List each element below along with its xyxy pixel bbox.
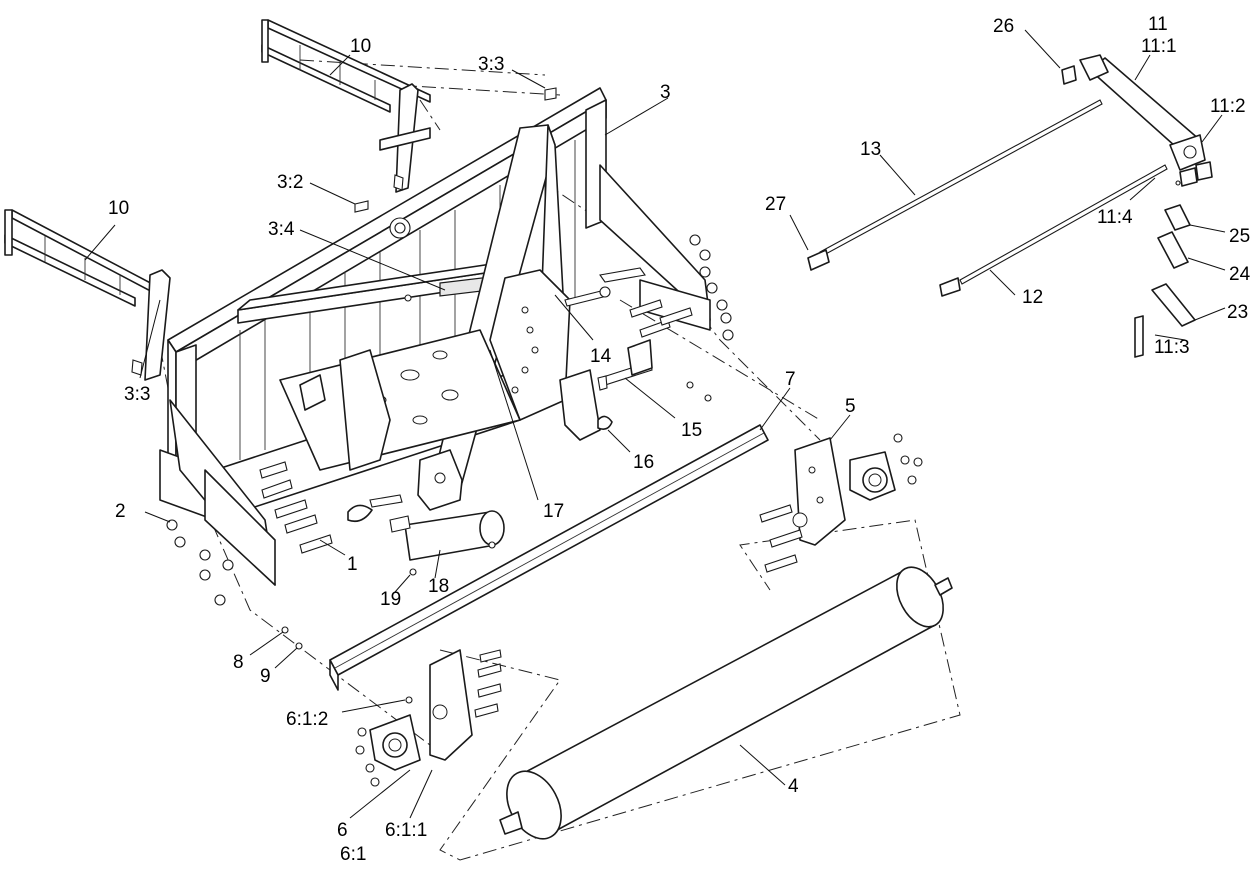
- callout-11: 11: [1148, 14, 1168, 35]
- callout-15: 15: [681, 420, 702, 441]
- callout-6: 6: [337, 820, 348, 841]
- callout-3-4: 3:4: [268, 219, 295, 240]
- callout-2: 2: [115, 501, 126, 522]
- callout-3-2: 3:2: [277, 172, 303, 193]
- callout-13: 13: [860, 139, 881, 160]
- part-6-bearing-plate: [355, 649, 502, 787]
- callout-6-1: 6:1: [340, 844, 366, 865]
- callout-25: 25: [1229, 226, 1250, 247]
- part-4-roller: [499, 566, 953, 840]
- callout-9: 9: [260, 666, 271, 687]
- callout-10-left: 10: [108, 198, 129, 219]
- callout-11-2: 11:2: [1210, 96, 1246, 117]
- part-5-bearing-plate: [759, 433, 923, 573]
- part-18-cylinder: [347, 494, 505, 576]
- part-11-cylinder: [1061, 54, 1213, 187]
- callout-1: 1: [347, 554, 358, 575]
- callout-27: 27: [765, 194, 786, 215]
- part-23-24-25-brackets: [1134, 204, 1196, 358]
- left-base-hardware: [166, 461, 333, 606]
- callout-11-3: 11:3: [1154, 337, 1190, 358]
- leader-lines: [84, 29, 1226, 819]
- callout-4: 4: [788, 776, 799, 797]
- part-7-shaft: [329, 424, 769, 691]
- part-13-hose: [807, 99, 1103, 271]
- callout-17: 17: [543, 501, 564, 522]
- callout-19: 19: [380, 589, 401, 610]
- callout-8: 8: [233, 652, 244, 673]
- part-8-9-fasteners: [281, 626, 303, 650]
- callout-11-1: 11:1: [1141, 36, 1177, 57]
- callout-6-1-1: 6:1:1: [385, 820, 427, 841]
- callout-7: 7: [785, 369, 796, 390]
- part-14-pin: [564, 267, 646, 307]
- callout-18: 18: [428, 576, 449, 597]
- callout-3: 3: [660, 82, 671, 103]
- callout-14: 14: [590, 346, 612, 367]
- part-15-handle-pin: [597, 339, 653, 391]
- callout-24: 24: [1229, 264, 1251, 285]
- callout-26: 26: [993, 16, 1014, 37]
- part-10-left-frame: [4, 209, 171, 381]
- callout-6-1-2: 6:1:2: [286, 709, 328, 730]
- callout-12: 12: [1022, 287, 1043, 308]
- callout-11-4: 11:4: [1097, 207, 1133, 228]
- part-3-4-link-arm: [237, 261, 506, 324]
- right-frame-hardware: [629, 234, 734, 402]
- callout-10-top: 10: [350, 36, 371, 57]
- callout-labels: 10 3:3 3 3:2 10 3:4 3:3 14 15 16 17 7 5 …: [108, 14, 1251, 865]
- part-12-hose: [939, 164, 1181, 297]
- part-center-plate: [279, 329, 601, 471]
- callout-16: 16: [633, 452, 654, 473]
- part-10-upper-frame: [261, 19, 431, 193]
- callout-23: 23: [1227, 302, 1248, 323]
- part-16-clip: [597, 415, 613, 430]
- callout-3-3-top: 3:3: [478, 54, 504, 75]
- callout-5: 5: [845, 396, 856, 417]
- callout-3-3-left: 3:3: [124, 384, 150, 405]
